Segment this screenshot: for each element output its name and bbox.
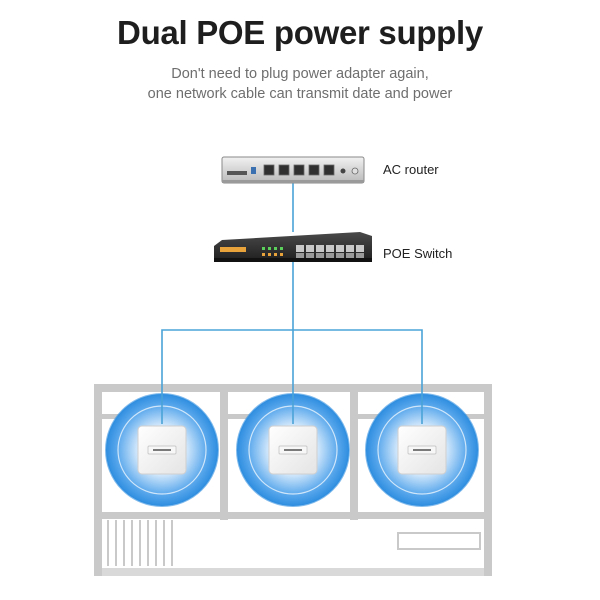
- switch-brand-plate: [220, 247, 246, 252]
- access-point-center: [268, 425, 318, 475]
- access-point-right: [397, 425, 447, 475]
- ap-brand-plate: [284, 449, 302, 451]
- stairs: [107, 520, 173, 566]
- subtitle-line-2: one network cable can transmit date and …: [147, 86, 453, 102]
- router-brand-plate: [227, 171, 247, 175]
- poe-switch: [214, 232, 372, 262]
- ap-distribution-cable: [161, 329, 423, 424]
- ap-brand-plate: [153, 449, 171, 451]
- access-point-left: [137, 425, 187, 475]
- page-title: Dual POE power supply: [117, 14, 483, 51]
- ac-router: [221, 156, 365, 184]
- ac-router-label: AC router: [383, 162, 439, 177]
- network-cables: [161, 182, 423, 424]
- subtitle-line-1: Don't need to plug power adapter again,: [171, 66, 429, 82]
- ap-brand-plate: [413, 449, 431, 451]
- poe-switch-label: POE Switch: [383, 246, 453, 261]
